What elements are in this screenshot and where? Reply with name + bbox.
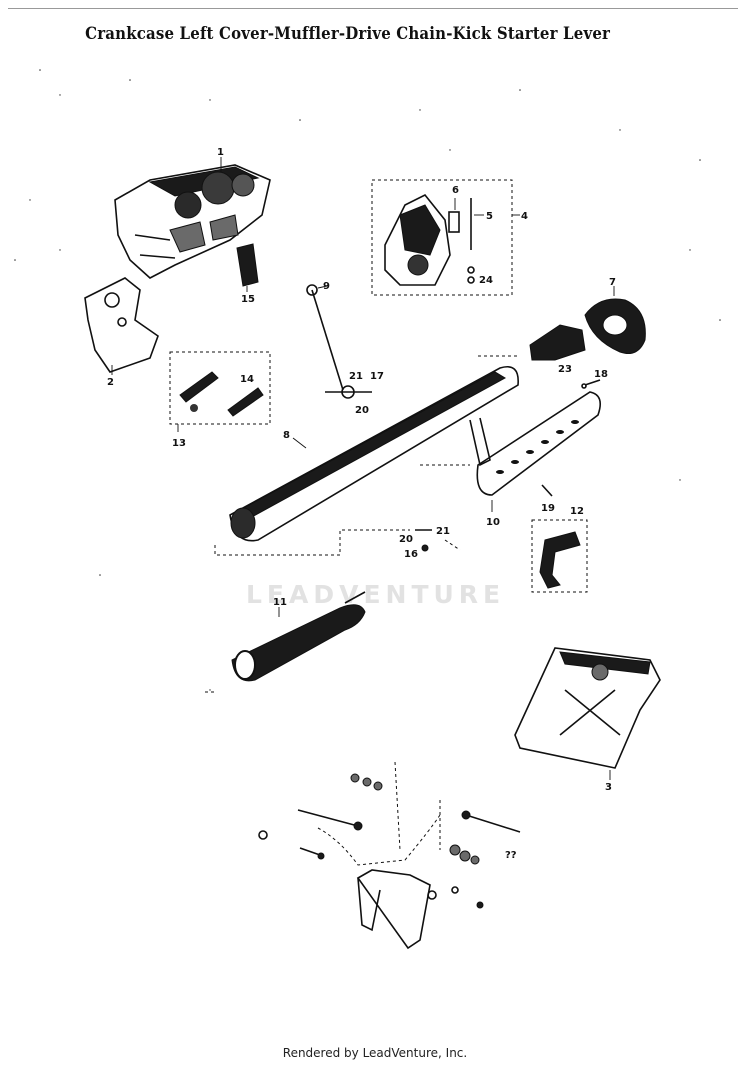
- footer-credit: Rendered by LeadVenture, Inc.: [282, 1046, 468, 1060]
- callout-6: 6: [452, 185, 459, 196]
- group-box-13: [169, 351, 271, 425]
- callout-19: 19: [541, 503, 555, 514]
- part-crankcase-left-cover: [114, 164, 271, 279]
- watermark: LEADVENTURE: [246, 580, 506, 609]
- callout-21a: 21: [349, 371, 363, 382]
- part-9-rod: [306, 284, 344, 391]
- callout-17: 17: [370, 371, 384, 382]
- part-24-fastener: [467, 266, 475, 284]
- callout-3: 3: [605, 782, 612, 793]
- part-kick-starter-lever: [539, 531, 581, 589]
- part-11-muffler: [231, 591, 366, 682]
- part-18-bolt: [581, 379, 601, 389]
- callout-23: 23: [558, 364, 572, 375]
- callout-2: 2: [107, 377, 114, 388]
- callout-12: 12: [570, 506, 584, 517]
- dashed-leader-a: [214, 529, 410, 556]
- part-7-grommet: [584, 298, 646, 354]
- callout-24: 24: [479, 275, 493, 286]
- part-drive-sprocket-assembly: [384, 193, 451, 286]
- callout-5: 5: [486, 211, 493, 222]
- part-3-skid-plate: [514, 647, 661, 769]
- callout-4: 4: [521, 211, 528, 222]
- scan-noise: [8, 8, 738, 691]
- part-gasket: [84, 277, 159, 373]
- callout-8: 8: [283, 430, 290, 441]
- part-14-pegs: [179, 371, 264, 417]
- callout-18: 18: [594, 369, 608, 380]
- part-8-chain-case: [229, 355, 520, 542]
- callout-20b: 20: [399, 534, 413, 545]
- callout-20a: 20: [355, 405, 369, 416]
- callout-10: 10: [486, 517, 500, 528]
- part-15-bracket: [236, 243, 259, 292]
- group-box-12: [531, 519, 588, 593]
- callout-15: 15: [241, 294, 255, 305]
- callout-11: 11: [273, 597, 287, 608]
- part-mounting-hardware: [258, 761, 521, 950]
- callout-14: 14: [240, 374, 254, 385]
- dashed-leader-b: [444, 539, 461, 551]
- callout-1: 1: [217, 147, 224, 158]
- part-6-collar: [448, 211, 460, 233]
- part-case-fasteners: [415, 529, 432, 552]
- diagram-title: Crankcase Left Cover-Muffler-Drive Chain…: [85, 24, 611, 44]
- part-19-screw: [541, 484, 553, 497]
- callout-16: 16: [404, 549, 418, 560]
- part-23-fitting: [529, 324, 586, 361]
- callout-13: 13: [172, 438, 186, 449]
- callout-9: 9: [323, 281, 330, 292]
- part-10-heat-shield: [476, 391, 601, 496]
- part-rod-fasteners: [325, 385, 372, 399]
- callout-7: 7: [609, 277, 616, 288]
- callout-27: ??: [505, 850, 517, 861]
- callout-21b: 21: [436, 526, 450, 537]
- group-box-4: [371, 179, 513, 296]
